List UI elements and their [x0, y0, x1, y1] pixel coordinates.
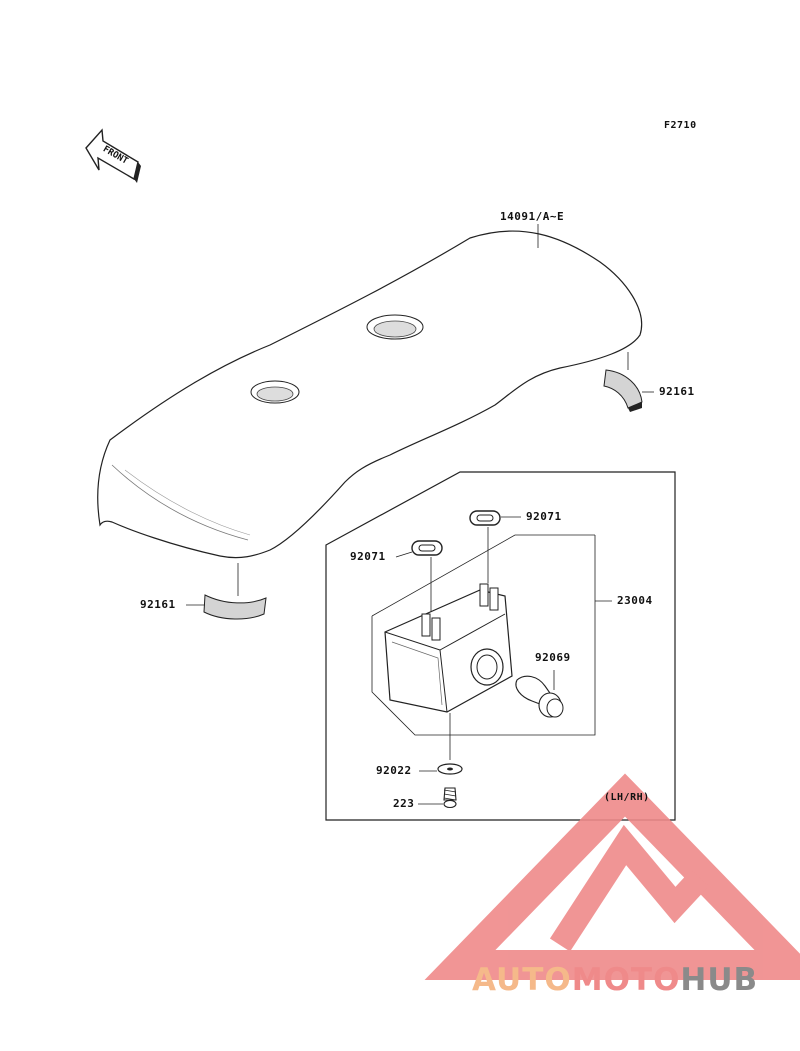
grommet-lower-part: [411, 540, 443, 614]
assy-bracket-line: [371, 534, 595, 617]
label-rubber-left: 92161: [140, 598, 176, 611]
watermark-text-moto: MOTO: [571, 962, 681, 998]
grommet-upper-part: [469, 510, 501, 583]
lamp-housing-part: [384, 583, 513, 713]
front-arrow-icon: FRONT: [85, 128, 141, 183]
watermark-text: AUTOMOTOHUB: [472, 962, 758, 998]
bulb-part: [515, 670, 564, 718]
screw-part: [443, 787, 457, 809]
washer-part: [437, 713, 463, 775]
side-note: (LH/RH): [604, 792, 650, 803]
label-grommet-lower: 92071: [350, 550, 386, 563]
label-cover: 14091/A~E: [500, 210, 565, 223]
rubber-left-part: [203, 563, 267, 620]
leader-lines: [186, 224, 654, 805]
detail-frame: [325, 471, 676, 821]
label-screw: 223: [393, 797, 415, 810]
watermark-logo: [424, 773, 800, 980]
watermark-text-hub: HUB: [680, 962, 759, 998]
figure-code: F2710: [664, 120, 697, 131]
watermark-text-auto: AUTO: [472, 962, 572, 998]
assy-bracket-line-lower: [371, 535, 596, 736]
label-rubber-right: 92161: [659, 385, 695, 398]
label-bulb: 92069: [535, 651, 571, 664]
rubber-right-part: [603, 352, 643, 412]
label-lamp-assy: 23004: [617, 594, 653, 607]
label-washer: 92022: [376, 764, 412, 777]
seat-cover-part: [97, 230, 643, 559]
label-grommet-upper: 92071: [526, 510, 562, 523]
